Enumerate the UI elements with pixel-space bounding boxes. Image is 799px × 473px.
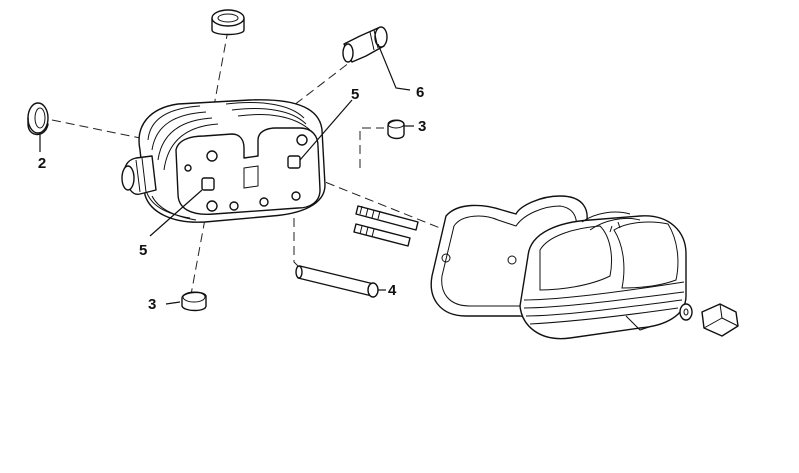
callout-5-upper: 5: [351, 86, 359, 103]
part-6-threaded-sleeve: [342, 26, 388, 63]
cover-acorn-nut: [701, 303, 739, 337]
callout-3-upper: 3: [418, 118, 426, 135]
part-3-cap-nut-lower: [181, 291, 207, 312]
part-2-sealing-ring: [27, 102, 49, 136]
valve-cover: [519, 211, 687, 340]
top-sealing-ring: [211, 9, 245, 36]
cylinder-head: [121, 99, 326, 223]
callout-4: 4: [388, 282, 397, 299]
callout-5-lower: 5: [139, 242, 147, 259]
callout-6: 6: [416, 84, 424, 101]
callout-leaders: [39, 43, 414, 305]
cover-washer: [679, 303, 693, 321]
threaded-studs: [353, 205, 419, 247]
callout-labels: 2 6 5 3 5 3 4: [38, 84, 427, 313]
part-3-cap-nut-upper: [387, 119, 405, 140]
part-4-guide-pin: [295, 265, 379, 298]
callout-3-lower: 3: [148, 296, 156, 313]
callout-2: 2: [38, 155, 46, 172]
